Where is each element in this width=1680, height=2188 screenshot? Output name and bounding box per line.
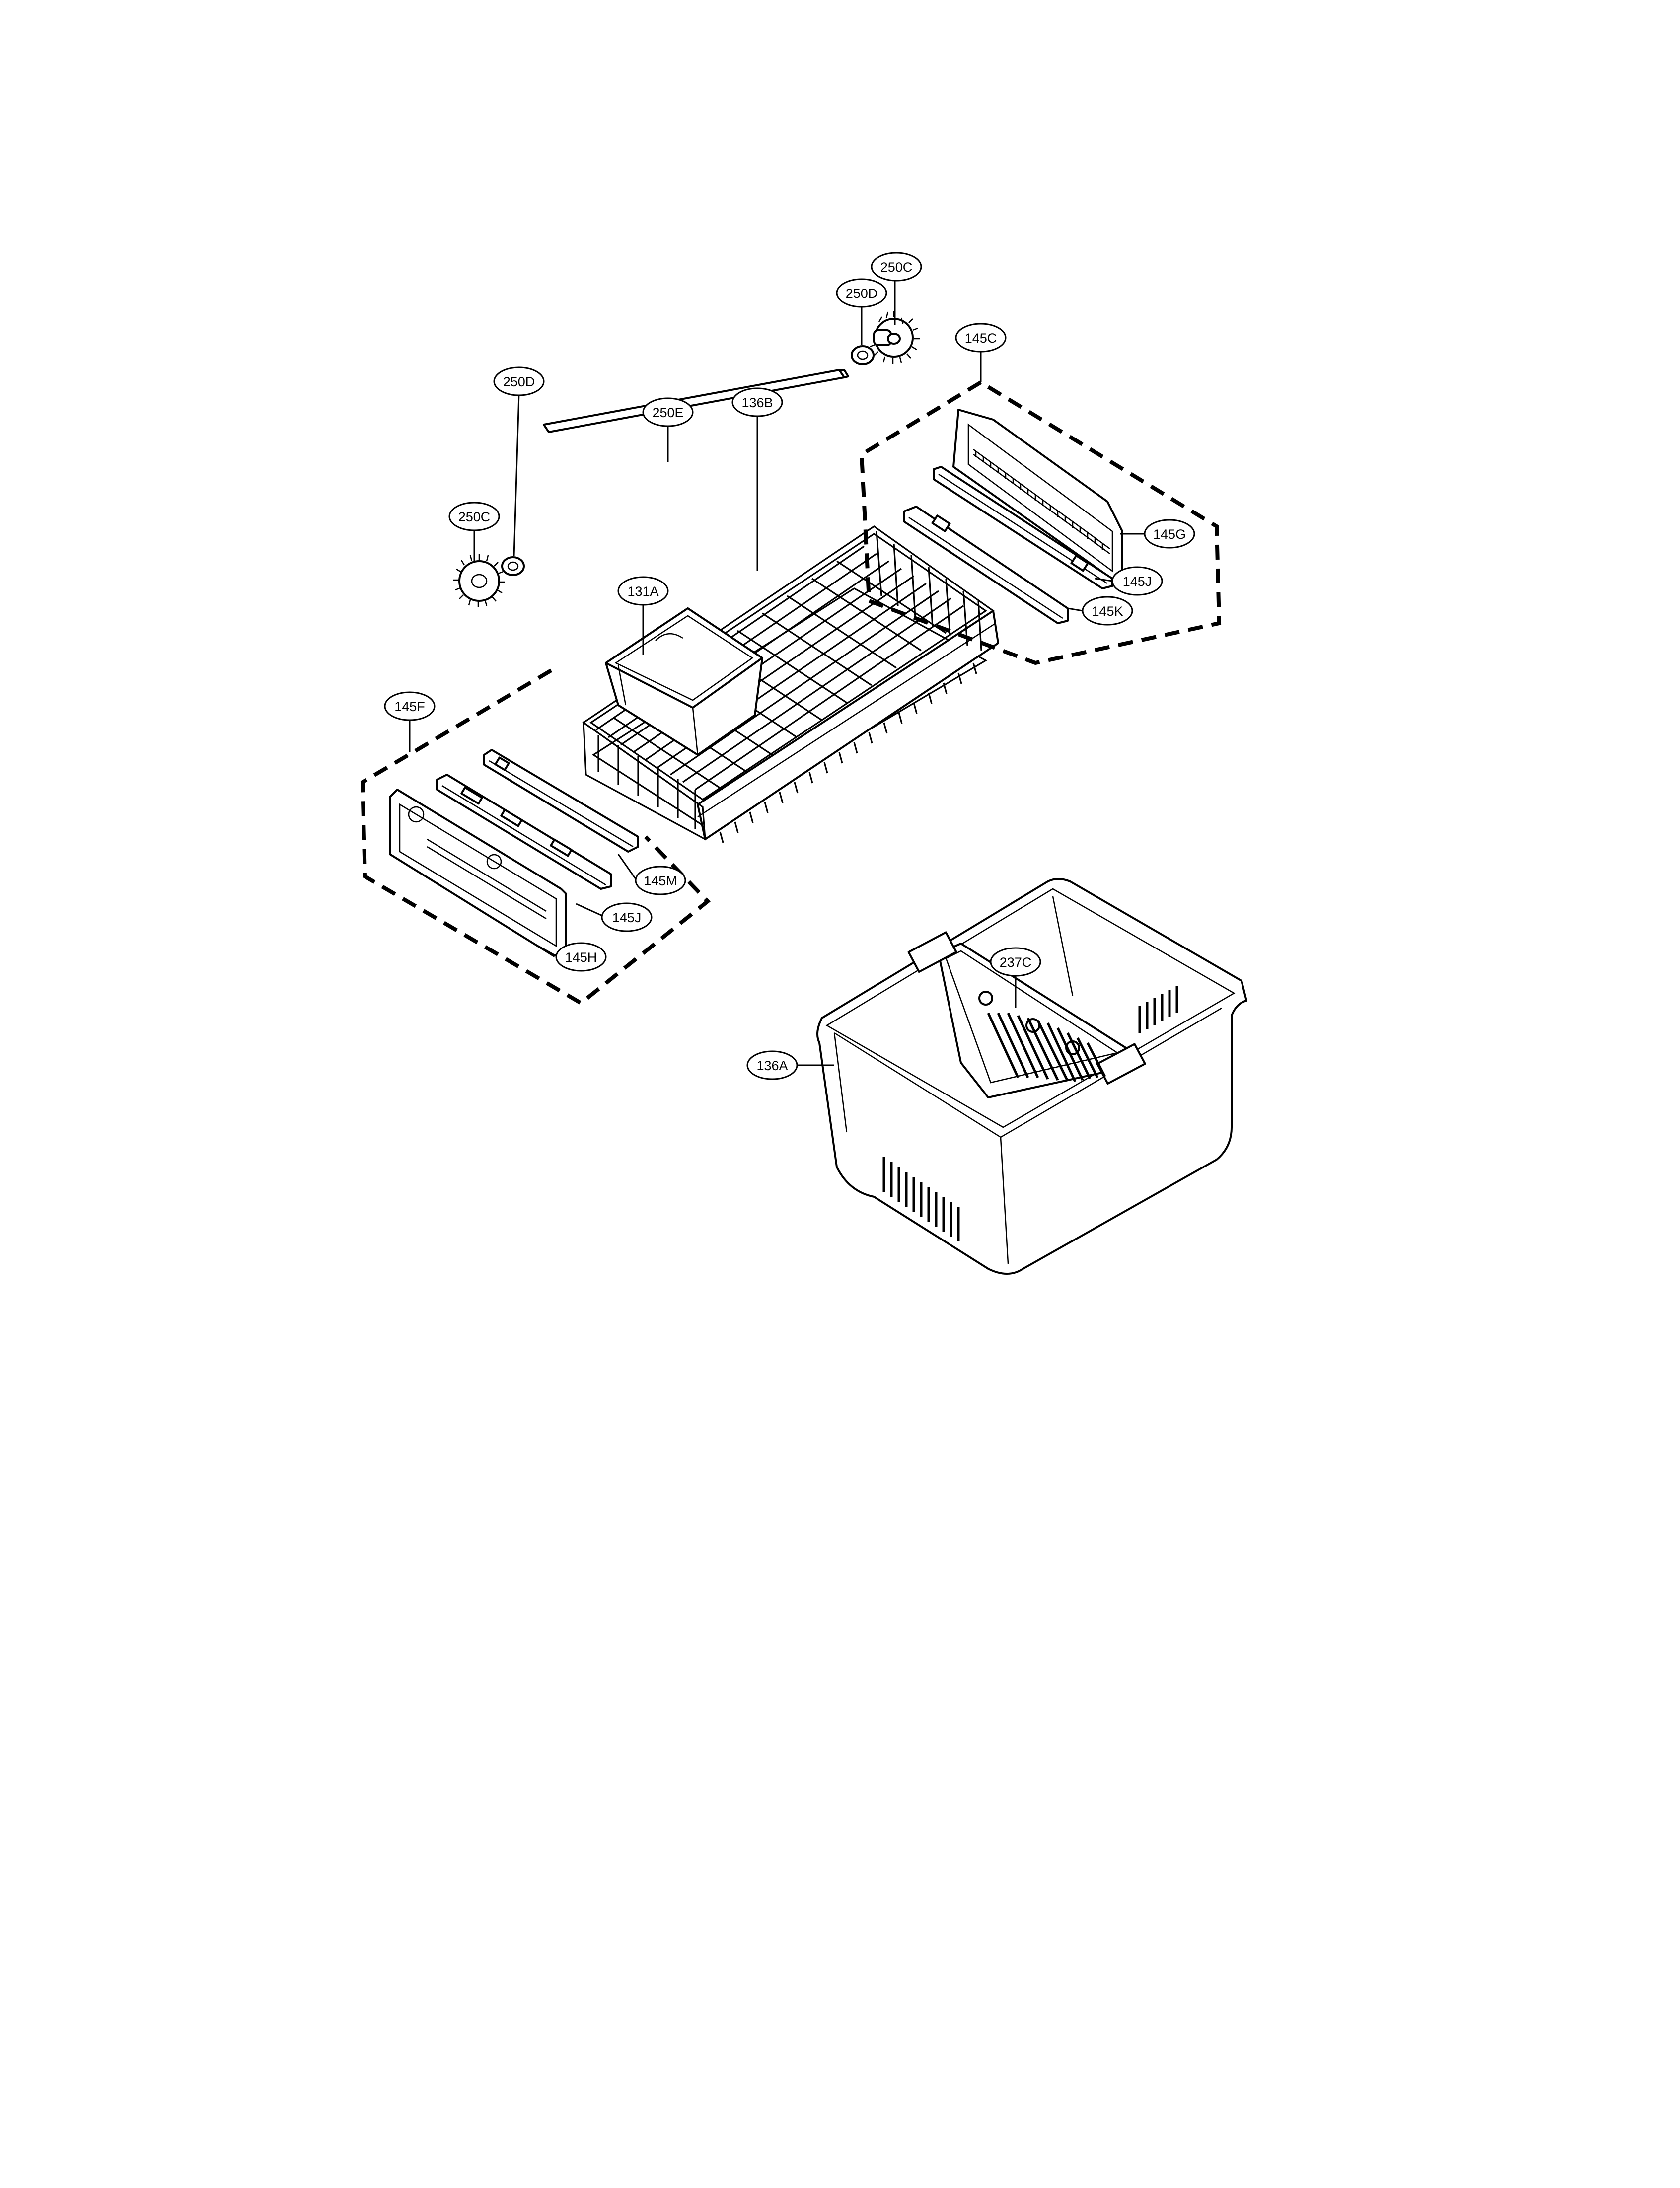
svg-text:145C: 145C — [965, 331, 997, 346]
rail-145M — [483, 749, 639, 853]
callout-131A: 131A — [617, 576, 669, 606]
rail-145J-left — [436, 774, 612, 890]
callout-145F: 145F — [384, 691, 436, 721]
svg-text:145G: 145G — [1153, 527, 1186, 542]
gear-250C-left — [453, 554, 505, 607]
callout-250D-left: 250D — [493, 366, 545, 396]
wire-basket-136B — [582, 525, 999, 843]
callout-250C-left: 250C — [448, 502, 500, 531]
callout-250C-top: 250C — [871, 252, 922, 282]
leader-lines — [409, 281, 1145, 1066]
bushing-250D-left — [501, 556, 525, 576]
rail-shaft-250E — [543, 369, 849, 433]
svg-text:250E: 250E — [652, 405, 683, 420]
callout-136B: 136B — [731, 387, 783, 417]
svg-text:250D: 250D — [503, 374, 535, 389]
svg-text:145H: 145H — [565, 950, 597, 965]
slide-group-145F-outline — [360, 668, 711, 1006]
callout-145C: 145C — [955, 323, 1007, 353]
callout-145J-right: 145J — [1111, 566, 1163, 596]
svg-text:250D: 250D — [846, 286, 878, 301]
callout-145G: 145G — [1144, 519, 1195, 549]
svg-text:136B: 136B — [741, 395, 773, 410]
svg-text:145J: 145J — [1123, 574, 1152, 589]
callout-250D-top: 250D — [836, 278, 887, 308]
svg-text:131A: 131A — [627, 584, 658, 599]
svg-text:250C: 250C — [458, 510, 491, 524]
svg-text:145K: 145K — [1092, 604, 1123, 619]
cover-145H — [389, 789, 567, 957]
svg-text:145J: 145J — [612, 910, 642, 925]
svg-text:145F: 145F — [394, 699, 425, 714]
callout-237C: 237C — [990, 947, 1041, 977]
rail-145K — [903, 506, 1069, 624]
callout-250E: 250E — [642, 397, 694, 427]
svg-text:145M: 145M — [644, 874, 677, 888]
bushing-250D-top — [851, 345, 875, 365]
svg-text:250C: 250C — [880, 260, 913, 275]
callout-136A: 136A — [746, 1050, 798, 1080]
svg-text:237C: 237C — [1000, 955, 1032, 970]
gear-250C-top — [870, 311, 920, 364]
callout-145J-left: 145J — [601, 902, 653, 932]
slide-group-145C-outline — [859, 380, 1222, 665]
divider-237C — [907, 931, 1146, 1098]
rail-145J-right — [933, 466, 1113, 589]
ice-bin-131A — [605, 607, 763, 756]
svg-text:136A: 136A — [756, 1058, 788, 1073]
callout-145M: 145M — [635, 866, 686, 895]
cover-145G — [952, 409, 1123, 587]
callout-145H: 145H — [555, 942, 607, 972]
callout-145K: 145K — [1082, 596, 1133, 626]
